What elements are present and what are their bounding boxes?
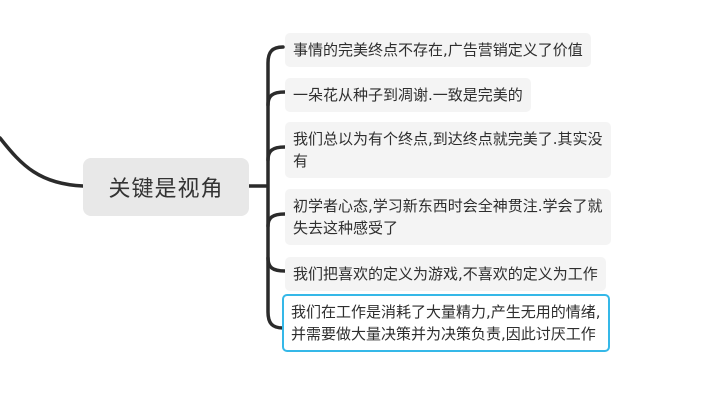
subtopic-6-line-2: 并需要做大量决策并为决策负责,因此讨厌工作 [291,325,596,343]
parent-connector [0,136,85,188]
subtopic-4-line-1: 初学者心态,学习新东西时会全神贯注.学会了就 [293,197,603,215]
subtopic-1-line-1: 事情的完美终点不存在,广告营销定义了价值 [293,41,583,59]
subtopic-6-line-1: 我们在工作是消耗了大量精力,产生无用的情绪, [291,303,601,321]
subtopic-2[interactable]: 一朵花从种子到凋谢.一致是完美的 [285,78,531,112]
branch-connector-3 [266,145,287,162]
subtopic-5[interactable]: 我们把喜欢的定义为游戏,不喜欢的定义为工作 [285,257,606,291]
central-topic[interactable]: 关键是视角 [83,158,249,216]
subtopic-3-line-2: 有 [293,152,309,170]
subtopic-6-selected[interactable]: 我们在工作是消耗了大量精力,产生无用的情绪, 并需要做大量决策并为决策负责,因此… [282,294,610,352]
branch-connector-2 [266,90,287,107]
subtopic-1[interactable]: 事情的完美终点不存在,广告营销定义了价值 [285,33,591,67]
branch-connector-4 [266,212,287,228]
subtopic-4-line-2: 失去这种感受了 [293,219,399,237]
subtopic-2-line-1: 一朵花从种子到凋谢.一致是完美的 [293,86,523,104]
subtopic-5-line-1: 我们把喜欢的定义为游戏,不喜欢的定义为工作 [293,265,598,283]
branch-trunk [266,45,285,330]
subtopic-3-line-1: 我们总以为有个终点,到达终点就完美了.其实没 [293,130,603,148]
subtopic-3[interactable]: 我们总以为有个终点,到达终点就完美了.其实没 有 [285,122,611,178]
branch-connector-5 [266,256,287,273]
subtopic-4[interactable]: 初学者心态,学习新东西时会全神贯注.学会了就 失去这种感受了 [285,189,611,245]
